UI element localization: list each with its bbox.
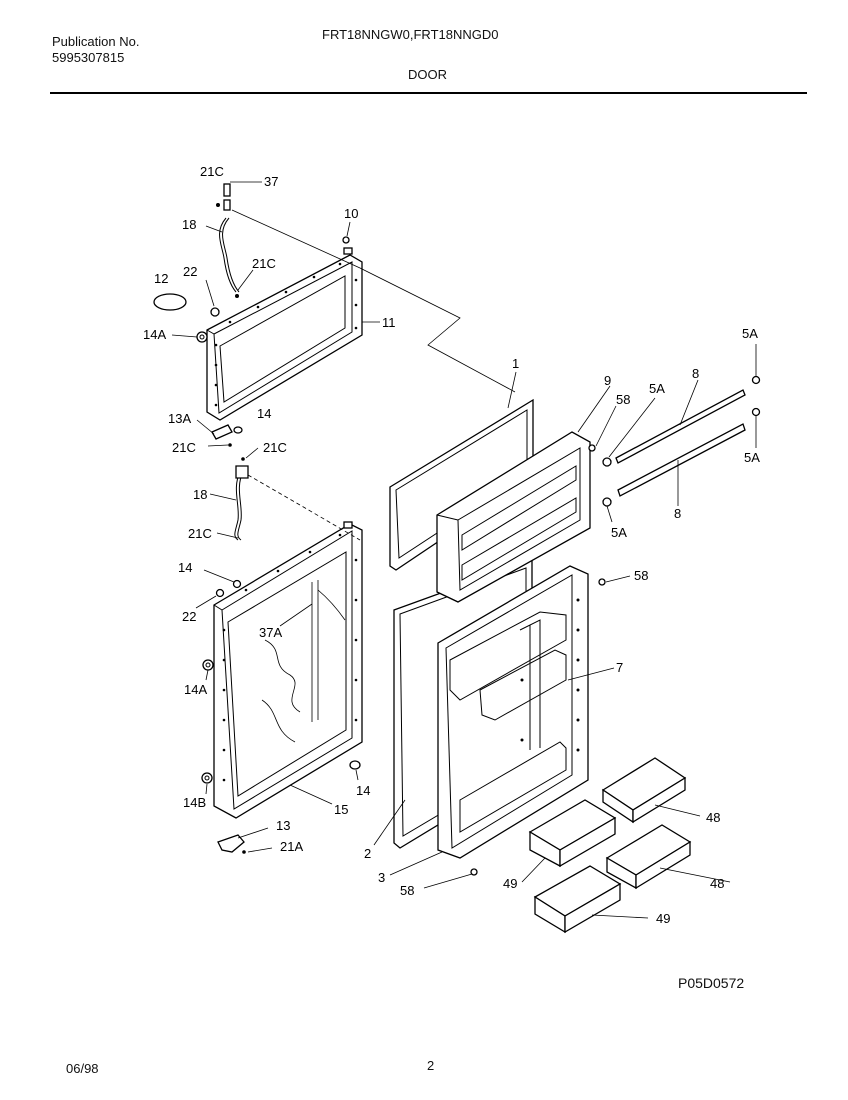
publication-label: Publication No.: [52, 34, 140, 49]
screw-58: [470, 444, 606, 876]
revision-date: 06/98: [66, 1061, 99, 1076]
callout-label: 5A: [744, 450, 760, 465]
freezer-door-frame: [206, 247, 363, 421]
callout-label: 3: [378, 870, 385, 885]
header-rule: [50, 92, 807, 94]
callout-labels: 21C 37 18 10 12 22 21C 11 14A 13A 14 21C…: [143, 164, 760, 926]
callout-label: 15: [334, 802, 348, 817]
callout-label: 22: [182, 609, 196, 624]
callout-label: 14: [356, 783, 370, 798]
callout-label: 5A: [742, 326, 758, 341]
callout-label: 58: [616, 392, 630, 407]
callout-label: 11: [382, 315, 396, 330]
drawing-number: P05D0572: [678, 975, 745, 991]
callout-label: 21C: [188, 526, 212, 541]
callout-label: 7: [616, 660, 623, 675]
callout-label: 14A: [143, 327, 166, 342]
section-title: DOOR: [408, 67, 447, 82]
callout-label: 21C: [172, 440, 196, 455]
freezer-liner: [436, 431, 591, 603]
callout-label: 10: [344, 206, 358, 221]
callout-label: 18: [193, 487, 207, 502]
callout-label: 58: [634, 568, 648, 583]
callout-label: 49: [503, 876, 517, 891]
callout-label: 13: [276, 818, 290, 833]
callout-label: 21C: [263, 440, 287, 455]
fresh-food-liner: [437, 565, 589, 859]
callout-label: 13A: [168, 411, 191, 426]
page-number: 2: [427, 1058, 435, 1073]
callout-label: 9: [604, 373, 611, 388]
callout-label: 1: [512, 356, 519, 371]
bracket-37: [216, 183, 231, 211]
callout-label: 37A: [259, 625, 282, 640]
model-numbers: FRT18NNGW0,FRT18NNGD0: [322, 27, 499, 42]
door-shelf-49-lower: [533, 865, 622, 934]
callout-label: 21A: [280, 839, 303, 854]
hinge-pin-top: [342, 236, 350, 244]
callout-label: 2: [364, 846, 371, 861]
callout-label: 5A: [611, 525, 627, 540]
door-shelf-48-upper: [601, 757, 687, 824]
fresh-food-door-frame: [213, 521, 363, 819]
callout-label: 37: [264, 174, 278, 189]
publication-number: 5995307815: [52, 50, 125, 65]
trim-strips: [615, 389, 746, 497]
callout-label: 14: [257, 406, 271, 421]
callout-label: 49: [656, 911, 670, 926]
callout-label: 14: [178, 560, 192, 575]
callout-label: 14B: [183, 795, 206, 810]
callout-label: 14A: [184, 682, 207, 697]
callout-label: 8: [674, 506, 681, 521]
bottom-hinge-upper: [211, 424, 243, 440]
callout-label: 8: [692, 366, 699, 381]
callout-label: 5A: [649, 381, 665, 396]
callout-label: 18: [182, 217, 196, 232]
callout-label: 21C: [252, 256, 276, 271]
leader-lines: [171, 181, 757, 919]
callout-label: 58: [400, 883, 414, 898]
callout-label: 48: [706, 810, 720, 825]
door-shelf-48-lower: [605, 824, 692, 890]
callout-label: 21C: [200, 164, 224, 179]
callout-label: 12: [154, 271, 168, 286]
door-shelf-49-upper: [528, 799, 617, 868]
callout-label: 48: [710, 876, 724, 891]
callout-label: 22: [183, 264, 197, 279]
